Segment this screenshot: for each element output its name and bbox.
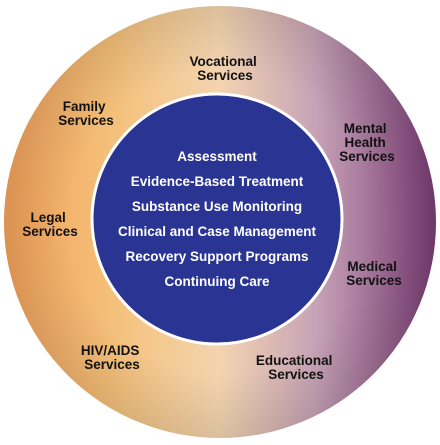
core-item-substance-use-monitoring: Substance Use Monitoring: [132, 199, 302, 214]
core-item-assessment: Assessment: [177, 149, 257, 164]
service-label-medical: Medical Services: [346, 259, 402, 288]
service-label-vocational: Vocational Services: [189, 54, 260, 83]
service-label-mental-health: Mental Health Services: [339, 121, 395, 164]
inner-circle: [90, 92, 344, 346]
core-item-evidence-based-treatment: Evidence-Based Treatment: [131, 174, 304, 189]
service-label-family: Family Services: [58, 99, 114, 128]
core-item-continuing-care: Continuing Care: [165, 274, 270, 289]
core-item-recovery-support-programs: Recovery Support Programs: [125, 249, 308, 264]
service-label-educational: Educational Services: [256, 353, 336, 382]
core-item-clinical-case-management: Clinical and Case Management: [118, 224, 317, 239]
service-label-hiv-aids: HIV/AIDS Services: [81, 343, 143, 372]
service-label-legal: Legal Services: [22, 210, 78, 239]
